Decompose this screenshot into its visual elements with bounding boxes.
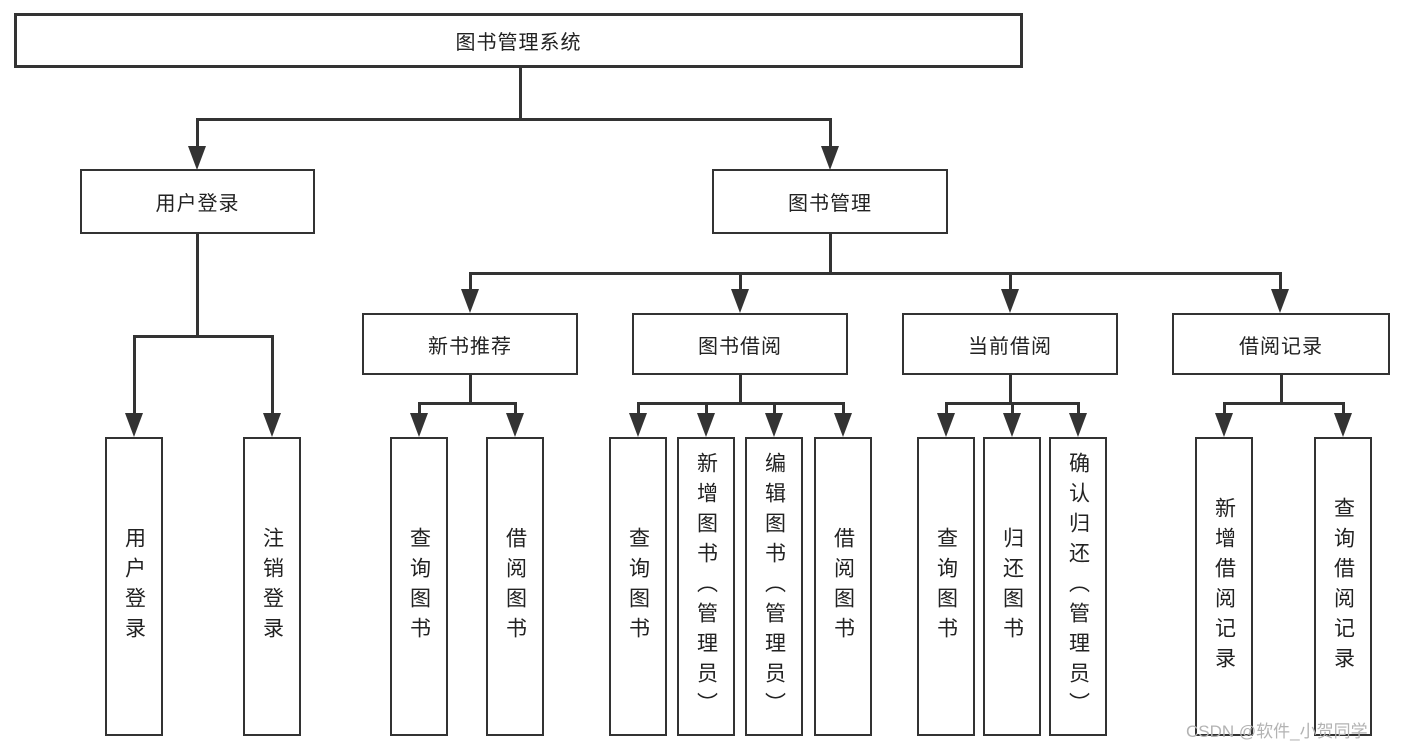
connector-root-arm-right: [829, 118, 832, 150]
connector-borrowing-stub: [739, 375, 742, 403]
connector-bookmgmt-arm-4: [1279, 272, 1282, 293]
arrowhead-bb-borrow: [834, 413, 852, 437]
node-book-management-label: 图书管理: [788, 193, 872, 215]
arrowhead-new-book-recommend: [461, 289, 479, 313]
leaf-confirm-return-admin-label: 确认归还（管理员）: [1066, 451, 1090, 722]
node-borrow-records: 借阅记录: [1172, 313, 1390, 375]
connector-userlogin-stub: [196, 234, 199, 335]
arrowhead-book-management: [821, 146, 839, 170]
leaf-add-books-admin: 新增图书（管理员）: [677, 437, 735, 736]
leaf-return-books-label: 归还图书: [1000, 526, 1024, 647]
arrowhead-bb-add: [697, 413, 715, 437]
leaf-user-login: 用户登录: [105, 437, 163, 736]
connector-bookmgmt-arm-3: [1009, 272, 1012, 293]
connector-current-arm-1: [945, 402, 948, 417]
arrowhead-nb-borrow: [506, 413, 524, 437]
arrowhead-bb-query: [629, 413, 647, 437]
arrowhead-user-login: [188, 146, 206, 170]
connector-newbooks-hline: [418, 402, 517, 405]
node-book-borrowing-label: 图书借阅: [698, 335, 782, 358]
connector-borrowing-hline: [637, 402, 845, 405]
leaf-edit-books-admin-label: 编辑图书（管理员）: [762, 451, 786, 722]
leaf-query-borrow-record-label: 查询借阅记录: [1331, 496, 1355, 677]
connector-userlogin-arm-2: [271, 335, 274, 417]
connector-userlogin-hline: [133, 335, 274, 338]
node-borrow-records-label: 借阅记录: [1239, 335, 1323, 358]
leaf-query-books-current: 查询图书: [917, 437, 975, 736]
arrowhead-nb-query: [410, 413, 428, 437]
leaf-add-books-admin-label: 新增图书（管理员）: [694, 451, 718, 722]
leaf-query-books-newbooks: 查询图书: [390, 437, 448, 736]
arrowhead-borrow-records: [1271, 289, 1289, 313]
leaf-user-login-label: 用户登录: [122, 526, 146, 647]
connector-newbooks-arm-1: [418, 402, 421, 417]
leaf-return-books: 归还图书: [983, 437, 1041, 736]
watermark: CSDN @软件_小贺同学: [1186, 722, 1368, 741]
node-current-borrowing: 当前借阅: [902, 313, 1118, 375]
leaf-confirm-return-admin: 确认归还（管理员）: [1049, 437, 1107, 736]
arrowhead-book-borrowing: [731, 289, 749, 313]
arrowhead-current-borrowing: [1001, 289, 1019, 313]
node-new-book-recommend-label: 新书推荐: [428, 335, 512, 358]
leaf-query-books-borrowing: 查询图书: [609, 437, 667, 736]
connector-records-stub: [1280, 375, 1283, 403]
node-book-borrowing: 图书借阅: [632, 313, 848, 375]
connector-current-arm-3: [1077, 402, 1080, 417]
leaf-add-borrow-record-label: 新增借阅记录: [1212, 496, 1236, 677]
connector-newbooks-stub: [469, 375, 472, 403]
leaf-query-books-newbooks-label: 查询图书: [407, 526, 431, 647]
leaf-borrow-books-borrowing-label: 借阅图书: [831, 526, 855, 647]
arrowhead-br-query: [1334, 413, 1352, 437]
arrowhead-cb-return: [1003, 413, 1021, 437]
connector-records-arm-1: [1223, 402, 1226, 417]
leaf-borrow-books-newbooks-label: 借阅图书: [503, 526, 527, 647]
leaf-edit-books-admin: 编辑图书（管理员）: [745, 437, 803, 736]
node-current-borrowing-label: 当前借阅: [968, 335, 1052, 358]
leaf-query-books-current-label: 查询图书: [934, 526, 958, 647]
connector-current-stub: [1009, 375, 1012, 403]
arrowhead-leaf-user-login: [125, 413, 143, 437]
arrowhead-leaf-logout: [263, 413, 281, 437]
connector-borrowing-arm-3: [773, 402, 776, 417]
connector-borrowing-arm-1: [637, 402, 640, 417]
connector-bookmgmt-arm-1: [469, 272, 472, 293]
node-library-system: 图书管理系统: [14, 13, 1023, 68]
connector-records-arm-2: [1342, 402, 1345, 417]
arrowhead-cb-confirm: [1069, 413, 1087, 437]
connector-root-arm-left: [196, 118, 199, 150]
connector-userlogin-arm-1: [133, 335, 136, 417]
leaf-add-borrow-record: 新增借阅记录: [1195, 437, 1253, 736]
leaf-borrow-books-newbooks: 借阅图书: [486, 437, 544, 736]
node-user-login-label: 用户登录: [155, 193, 240, 215]
leaf-borrow-books-borrowing: 借阅图书: [814, 437, 872, 736]
connector-current-arm-2: [1011, 402, 1014, 417]
node-new-book-recommend: 新书推荐: [362, 313, 578, 375]
connector-root-hline: [196, 118, 832, 121]
leaf-logout-login-label: 注销登录: [260, 526, 284, 647]
connector-root-stub: [519, 66, 522, 118]
arrowhead-cb-query: [937, 413, 955, 437]
connector-records-hline: [1223, 402, 1344, 405]
connector-borrowing-arm-4: [842, 402, 845, 417]
arrowhead-br-add: [1215, 413, 1233, 437]
leaf-query-books-borrowing-label: 查询图书: [626, 526, 650, 647]
node-user-login: 用户登录: [80, 169, 315, 234]
node-book-management: 图书管理: [712, 169, 948, 234]
connector-bookmgmt-arm-2: [739, 272, 742, 293]
leaf-query-borrow-record: 查询借阅记录: [1314, 437, 1372, 736]
node-library-system-label: 图书管理系统: [455, 32, 582, 54]
connector-bookmgmt-hline: [469, 272, 1282, 275]
leaf-logout-login: 注销登录: [243, 437, 301, 736]
arrowhead-bb-edit: [765, 413, 783, 437]
connector-borrowing-arm-2: [705, 402, 708, 417]
connector-bookmgmt-stub: [829, 234, 832, 272]
connector-newbooks-arm-2: [514, 402, 517, 417]
